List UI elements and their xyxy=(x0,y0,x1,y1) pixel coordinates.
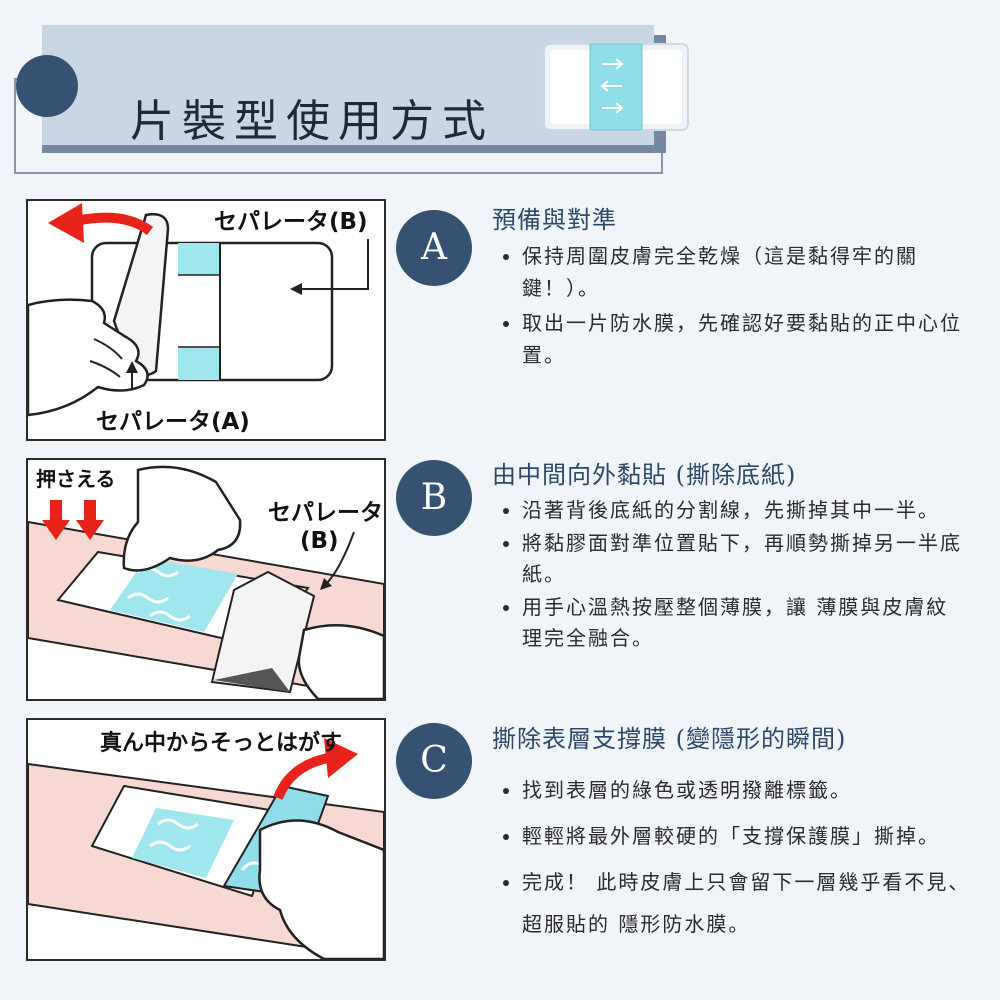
step-b-section: 由中間向外黏貼 (撕除底紙) 沿著背後底紙的分割線，先撕掉其中一半。 將黏膠面對… xyxy=(492,459,992,656)
list-item: 用手心溫熱按壓整個薄膜，讓 薄膜與皮膚紋理完全融合。 xyxy=(522,592,962,654)
illustration-panel-b: 押さえる セパレータ (B) xyxy=(26,458,386,701)
separator-a-label: セパレータ(A) xyxy=(96,409,250,435)
step-b-badge: B xyxy=(396,460,472,536)
step-a-list: 保持周圍皮膚完全乾燥（這是黏得牢的關鍵！）。 取出一片防水膜，先確認好要黏貼的正… xyxy=(492,240,992,371)
step-c-section: 撕除表層支撐膜 (變隱形的瞬間) 找到表層的綠色或透明撥離標籤。 輕輕將最外層較… xyxy=(492,723,992,949)
header-underline xyxy=(42,145,666,153)
step-a-badge: A xyxy=(396,210,472,286)
list-item: 取出一片防水膜，先確認好要黏貼的正中心位置。 xyxy=(522,307,962,371)
step-a-section: 預備與對準 保持周圍皮膚完全乾燥（這是黏得牢的關鍵！）。 取出一片防水膜，先確認… xyxy=(492,204,992,374)
step-a-title: 預備與對準 xyxy=(492,206,617,234)
separator-label: セパレータ xyxy=(268,500,383,526)
list-item: 找到表層的綠色或透明撥離標籤。 xyxy=(522,769,972,811)
product-film-image xyxy=(543,43,689,131)
list-item: 輕輕將最外層較硬的「支撐保護膜」撕掉。 xyxy=(522,815,972,857)
step-c-badge: C xyxy=(396,723,472,799)
illustration-panel-c: 真ん中からそっとはがす xyxy=(26,718,386,961)
step-c-title: 撕除表層支撐膜 (變隱形的瞬間) xyxy=(492,725,847,753)
step-c-list: 找到表層的綠色或透明撥離標籤。 輕輕將最外層較硬的「支撐保護膜」撕掉。 完成！ … xyxy=(492,769,992,945)
press-label: 押さえる xyxy=(36,467,115,491)
list-item: 沿著背後底紙的分割線，先撕掉其中一半。 xyxy=(522,495,962,526)
separator-b-label: セパレータ(B) xyxy=(214,209,368,235)
step-b-list: 沿著背後底紙的分割線，先撕掉其中一半。 將黏膠面對準位置貼下，再順勢撕掉另一半底… xyxy=(492,495,992,654)
list-item: 保持周圍皮膚完全乾燥（這是黏得牢的關鍵！）。 xyxy=(522,240,962,304)
peel-center-label: 真ん中からそっとはがす xyxy=(100,730,342,756)
header-dot xyxy=(16,55,78,117)
list-item: 完成！ 此時皮膚上只會留下一層幾乎看不見、超服貼的 隱形防水膜。 xyxy=(522,861,972,945)
page-title: 片裝型使用方式 xyxy=(130,96,494,148)
separator-b-tag: (B) xyxy=(300,528,339,554)
list-item: 將黏膠面對準位置貼下，再順勢撕掉另一半底紙。 xyxy=(522,528,962,590)
step-b-title: 由中間向外黏貼 (撕除底紙) xyxy=(492,461,797,489)
illustration-panel-a: セパレータ(B) セパレータ(A) xyxy=(26,199,386,441)
